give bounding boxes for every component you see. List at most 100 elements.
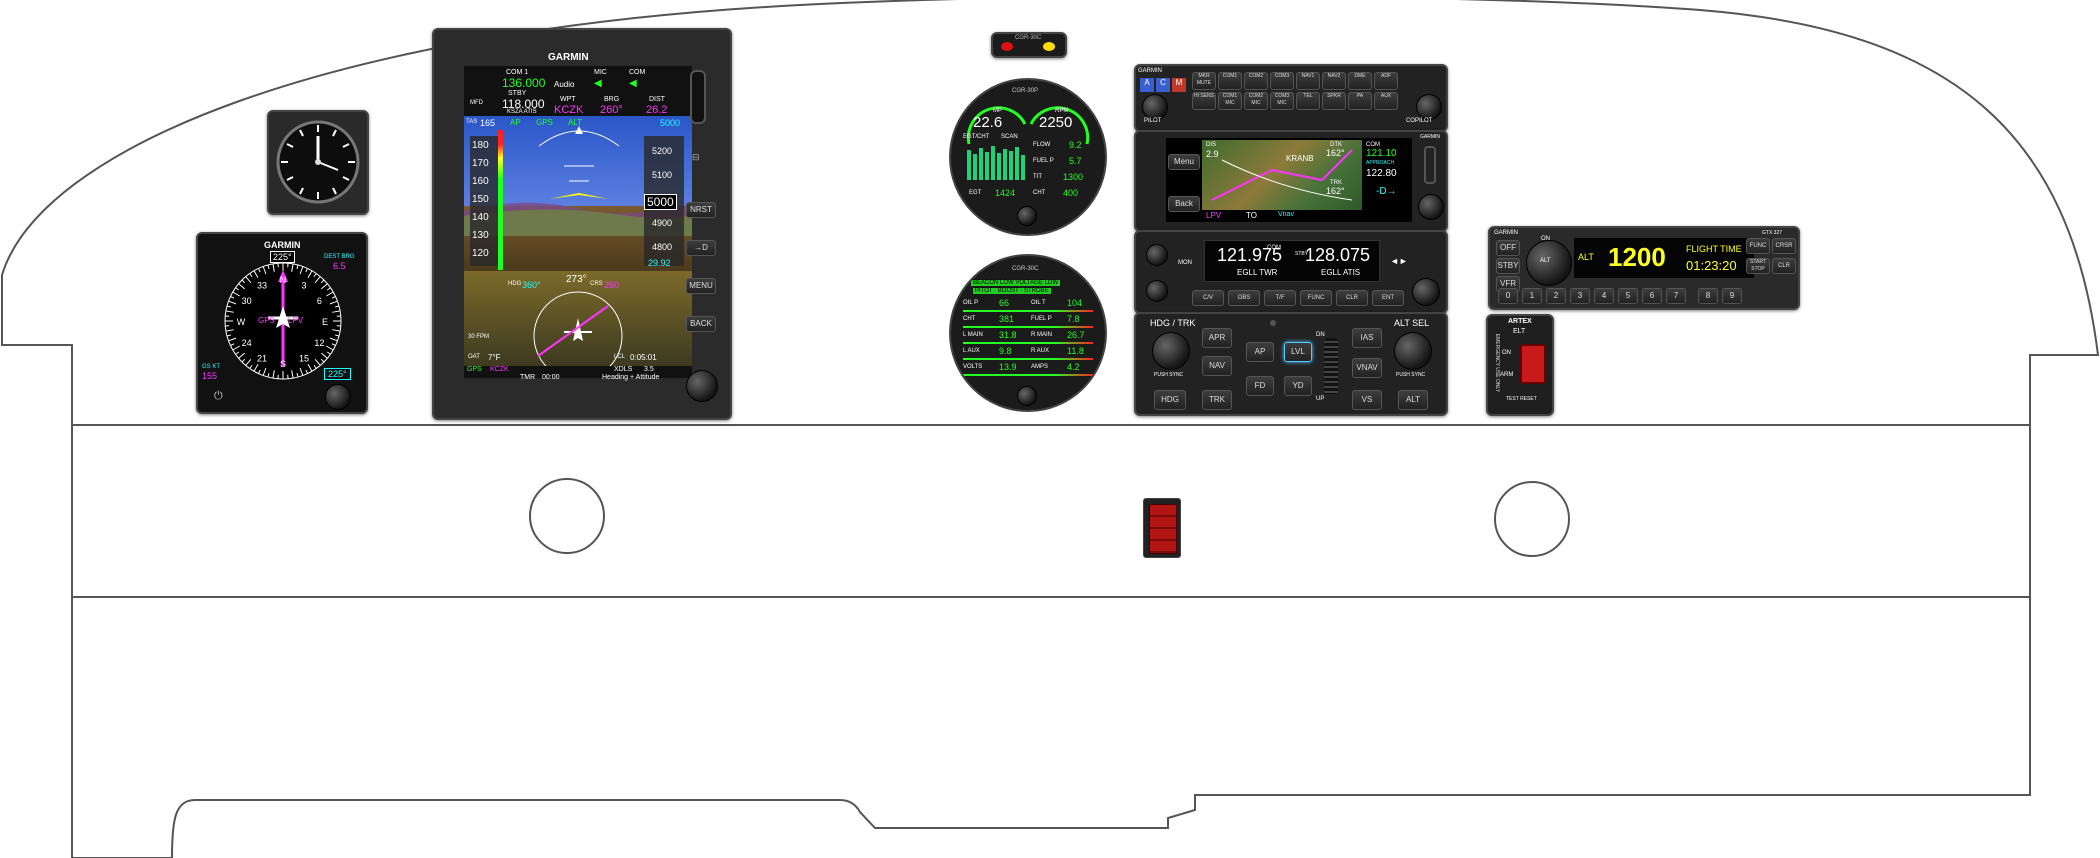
com1-freq[interactable]: 136.000 <box>502 76 546 90</box>
alt-button[interactable]: ALT <box>1398 390 1428 410</box>
gtx-crsr-button[interactable]: CRSR <box>1772 238 1796 254</box>
gtn-menu-button[interactable]: Menu <box>1168 154 1200 170</box>
audio-key[interactable]: AUX <box>1374 92 1398 110</box>
gnc-squelch-knob[interactable] <box>1146 280 1168 302</box>
gtx-mode-knob[interactable] <box>1526 240 1572 286</box>
direct-to-button[interactable]: →D <box>686 240 716 256</box>
audio-key[interactable]: MKR MUTE <box>1192 72 1216 90</box>
gtx-digit-key[interactable]: 0 <box>1498 288 1518 304</box>
gtx-stby-button[interactable]: STBY <box>1496 258 1520 274</box>
cgr-right-label: R MAIN <box>1031 332 1052 338</box>
ap-button[interactable]: AP <box>1246 342 1274 362</box>
audio-key[interactable]: COM2 MIC <box>1244 92 1268 110</box>
gtx-digit-key[interactable]: 3 <box>1570 288 1590 304</box>
pilot-volume-knob[interactable] <box>1142 94 1168 120</box>
lvl-button[interactable]: LVL <box>1284 342 1312 362</box>
hdg-button[interactable]: HDG <box>1154 390 1186 410</box>
yd-button[interactable]: YD <box>1284 376 1312 396</box>
gtx-digit-key[interactable]: 4 <box>1594 288 1614 304</box>
mfd-button[interactable]: MFD <box>470 100 483 106</box>
gnc-key[interactable]: C/V <box>1192 290 1224 306</box>
elt-toggle-switch[interactable] <box>1520 344 1546 384</box>
flow-value: 9.2 <box>1069 140 1082 150</box>
audio-key[interactable]: COM3 MIC <box>1270 92 1294 110</box>
cgr30c-knob[interactable] <box>1017 386 1037 406</box>
gtn-com-freq[interactable]: 121.10 <box>1366 148 1397 159</box>
vnav-button[interactable]: VNAV <box>1352 358 1382 378</box>
gtx-digit-key[interactable]: 9 <box>1722 288 1742 304</box>
alt-select[interactable]: 5000 <box>660 118 681 128</box>
audio-key[interactable]: NAV1 <box>1296 72 1320 90</box>
audio-key[interactable]: SPKR <box>1322 92 1346 110</box>
gtx-digit-key[interactable]: 7 <box>1666 288 1686 304</box>
cgr30p-knob[interactable] <box>1017 206 1037 226</box>
scan-label: SCAN <box>1001 134 1018 140</box>
stby-freq[interactable]: 118.000 <box>502 97 545 111</box>
back-button[interactable]: BACK <box>686 316 716 332</box>
tmr-label[interactable]: TMR <box>520 374 536 381</box>
gtx-startstop-button[interactable]: START STOP <box>1746 258 1770 274</box>
gnc-key[interactable]: CLR <box>1336 290 1368 306</box>
apr-button[interactable]: APR <box>1202 328 1232 348</box>
audio-label[interactable]: Audio <box>554 80 575 89</box>
gnc-tune-knob[interactable] <box>1412 278 1440 306</box>
gtx-digit-key[interactable]: 1 <box>1522 288 1542 304</box>
gtn-back-button[interactable]: Back <box>1168 196 1200 212</box>
gtn-stby-freq[interactable]: 122.80 <box>1366 168 1397 179</box>
rpm-value: 2250 <box>1039 114 1073 131</box>
gnc-key[interactable]: T/F <box>1264 290 1296 306</box>
audio-key[interactable]: NAV2 <box>1322 72 1346 90</box>
crs-value[interactable]: 260 <box>604 280 620 290</box>
alt-sel-knob[interactable] <box>1394 332 1432 370</box>
gtx-clr-button[interactable]: CLR <box>1772 258 1796 274</box>
gnc-stby-freq[interactable]: 128.075 <box>1305 245 1371 265</box>
gnc-active-freq[interactable]: 121.975 <box>1217 245 1283 265</box>
menu-button[interactable]: MENU <box>686 278 716 294</box>
hdg-knob[interactable] <box>1152 332 1190 370</box>
audio-key[interactable]: DME <box>1348 72 1372 90</box>
pitch-wheel[interactable] <box>1324 338 1338 394</box>
hdg-value[interactable]: 360° <box>522 280 541 290</box>
gtx-func-button[interactable]: FUNC <box>1746 238 1770 254</box>
audio-key[interactable]: COM1 MIC <box>1218 92 1242 110</box>
audio-key[interactable]: COM2 <box>1244 72 1268 90</box>
copilot-volume-knob[interactable] <box>1416 94 1442 120</box>
trk-button[interactable]: TRK <box>1202 390 1232 410</box>
gtn-direct-to-icon[interactable]: -D→ <box>1376 186 1397 197</box>
gtn-knob[interactable] <box>1418 194 1444 220</box>
audio-key[interactable]: HI SENS <box>1192 92 1216 110</box>
gnc-swap-icon[interactable]: ◄► <box>1390 256 1408 266</box>
vs-button[interactable]: VS <box>1352 390 1382 410</box>
gtn-com-label: COM <box>1366 142 1380 148</box>
g5-power-icon[interactable]: ⏻ <box>214 390 223 402</box>
audio-key[interactable]: TEL <box>1296 92 1320 110</box>
pfd-knob[interactable] <box>686 370 718 402</box>
gnc-key[interactable]: ENT <box>1372 290 1404 306</box>
audio-key[interactable]: ADF <box>1374 72 1398 90</box>
gtn-trk-label: TRK <box>1330 180 1342 186</box>
ias-button[interactable]: IAS <box>1352 328 1382 348</box>
gtx-off-button[interactable]: OFF <box>1496 240 1520 256</box>
gtx-digit-key[interactable]: 2 <box>1546 288 1566 304</box>
gtn-brand: GARMIN <box>1420 134 1440 140</box>
gps-annunc: GPS <box>536 118 553 127</box>
gnc-key[interactable]: FUNC <box>1300 290 1332 306</box>
gfc500-autopilot: HDG / TRK PUSH SYNC APR NAV HDG TRK AP L… <box>1134 312 1448 416</box>
gnc-vol-knob[interactable] <box>1146 244 1168 266</box>
gnc-key[interactable]: OBS <box>1228 290 1260 306</box>
nrst-button[interactable]: NRST <box>686 202 716 218</box>
egt-bar <box>997 153 1001 180</box>
gtx-digit-key[interactable]: 6 <box>1642 288 1662 304</box>
gtx-digit-key[interactable]: 8 <box>1698 288 1718 304</box>
baro-setting[interactable]: 29.92 <box>648 258 671 268</box>
nav-button[interactable]: NAV <box>1202 356 1232 376</box>
audio-key[interactable]: PA <box>1348 92 1372 110</box>
gtx-digit-key[interactable]: 5 <box>1618 288 1638 304</box>
fd-button[interactable]: FD <box>1246 376 1274 396</box>
audio-key[interactable]: COM3 <box>1270 72 1294 90</box>
gtx-on-label: ON <box>1541 236 1550 242</box>
g5-knob[interactable] <box>325 384 351 410</box>
gnc-mon[interactable]: MON <box>1178 260 1192 266</box>
red-rocker-switch[interactable] <box>1143 498 1181 558</box>
audio-key[interactable]: COM1 <box>1218 72 1242 90</box>
